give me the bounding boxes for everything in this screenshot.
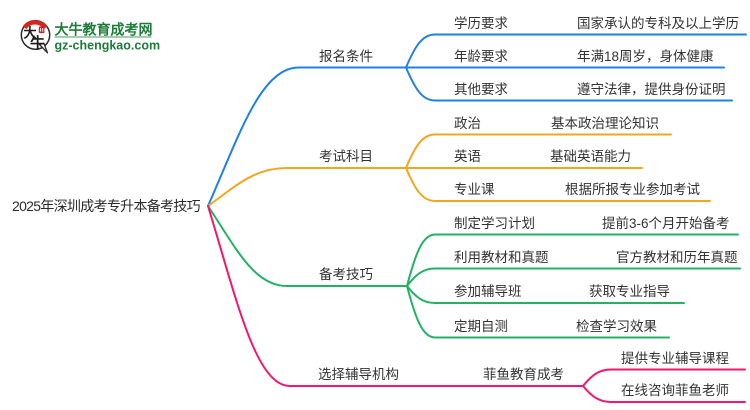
sub-node-textbooks: 利用教材和真题 [454,249,549,265]
logo-title: 大牛教育成考网 [55,22,153,38]
sub-node-self-test: 定期自测 [454,318,508,334]
leaf-node-tutoring-class: 获取专业指导 [589,284,670,299]
link-path [207,205,408,287]
link-path [207,167,407,207]
branch-node-enrollment: 报名条件 [319,48,373,64]
branch-links-enrollment [207,33,747,207]
link-path [406,285,670,339]
leaf-node-english: 基础英语能力 [550,149,631,164]
logo-domain: gz-chengkao.com [55,39,161,53]
branch-node-tips: 备考技巧 [319,267,373,282]
branch-links-tips [207,205,741,339]
logo-char-niu: 牛 [30,34,45,52]
link-path [405,133,672,169]
branch-links-subjects [207,133,711,207]
sub-node-study-plan: 制定学习计划 [454,215,535,231]
leaf-node-textbooks: 官方教材和历年真题 [616,249,738,265]
sub-node-education-req: 学历要求 [454,15,508,31]
logo-bubble-tail [38,42,49,54]
logo-char-da: 大 [24,26,37,41]
link-path [582,385,746,403]
leaf-node-study-plan: 提前3-6个月开始备考 [602,215,730,231]
leaf-node-courses: 提供专业辅导课程 [621,350,729,366]
leaf-node-age-req: 年满18周岁，身体健康 [577,48,714,64]
link-path [406,285,685,304]
link-path [406,233,739,287]
sub-node-major-course: 专业课 [454,182,495,197]
branch-links-institution [207,205,746,403]
sub-node-age-req: 年龄要求 [454,48,508,64]
sub-node-other-req: 其他要求 [454,81,508,97]
link-path [582,368,746,387]
leaf-node-consult: 在线咨询菲鱼老师 [621,383,729,398]
leaf-node-major-course: 根据所报专业参加考试 [565,182,700,197]
branch-node-institution: 选择辅导机构 [318,367,399,382]
link-path [405,167,711,202]
link-path [405,33,747,69]
logo-seal-mark [40,28,42,32]
logo-seal [38,26,45,34]
sub-node-tutoring-class: 参加辅导班 [454,284,522,299]
link-path [207,66,407,207]
link-path [405,66,733,102]
sub-node-english: 英语 [454,149,481,164]
leaf-node-self-test: 检查学习效果 [576,318,657,334]
link-path [406,267,741,287]
sub-node-politics: 政治 [454,115,481,131]
logo-red-cap [22,20,48,30]
branch-node-subjects: 考试科目 [319,149,373,164]
leaf-node-education-req: 国家承认的专科及以上学历 [577,15,739,31]
leaf-node-other-req: 遵守法律，提供身份证明 [577,81,726,97]
logo-tail-blend [39,40,45,44]
root-node: 2025年深圳成考专升本备考技巧 [12,198,201,214]
sub-node-feiyu: 菲鱼教育成考 [483,367,564,382]
leaf-node-politics: 基本政治理论知识 [551,115,659,131]
logo-seal-mark [42,28,44,32]
link-path [207,205,584,387]
site-logo: 大 牛 大牛教育成考网 gz-chengkao.com [20,20,161,54]
